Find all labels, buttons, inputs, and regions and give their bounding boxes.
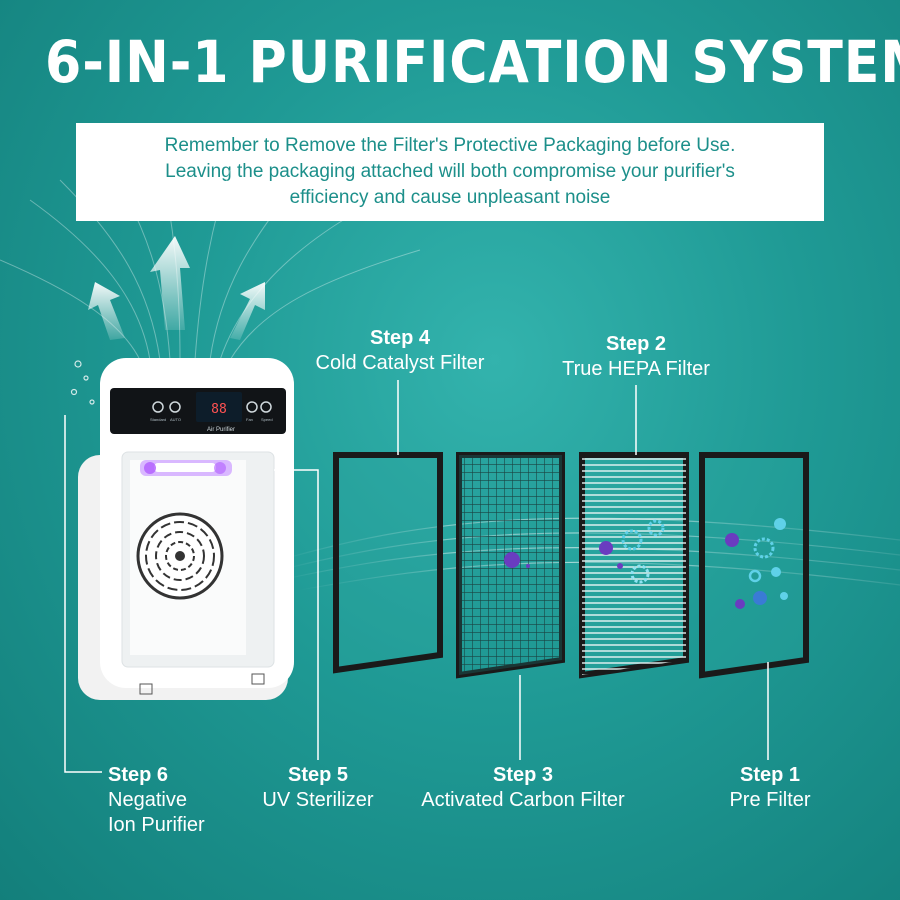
step-2-label: Step 2 True HEPA Filter (536, 332, 736, 382)
step-3-label: Step 3 Activated Carbon Filter (400, 763, 646, 813)
step-number: Step 2 (605, 333, 667, 355)
step-name: Activated Carbon Filter (421, 789, 625, 811)
step-name: True HEPA Filter (562, 358, 710, 380)
lcd-readout: 88 (211, 402, 227, 417)
filter-cold-catalyst (333, 452, 443, 674)
fan-button-icon (246, 401, 258, 413)
air-purifier-device: 88 Standard AUTO Fan Speed Air Purifier (78, 358, 294, 700)
step-6-label: Step 6 Negative Ion Purifier (108, 763, 268, 838)
germ-icon (753, 537, 775, 559)
speed-button-icon (260, 401, 272, 413)
filter-pre (699, 452, 809, 679)
power-button-icon (152, 401, 164, 413)
step-name: Ion Purifier (108, 814, 205, 836)
arrow-up-icon (230, 282, 265, 340)
packaging-notice: Remember to Remove the Filter's Protecti… (76, 123, 824, 221)
svg-text:Speed: Speed (261, 417, 273, 422)
step-name: Cold Catalyst Filter (315, 352, 485, 374)
notice-line-3: efficiency and cause unpleasant noise (289, 187, 611, 208)
device-label: Air Purifier (207, 427, 235, 433)
step-name: UV Sterilizer (262, 789, 374, 811)
germ-particles (504, 518, 788, 609)
step-4-label: Step 4 Cold Catalyst Filter (300, 326, 500, 376)
arrow-up-icon (150, 236, 190, 330)
ion-bubbles (70, 360, 95, 405)
germ-icon (630, 564, 650, 584)
germ-icon (725, 533, 739, 547)
step-number: Step 4 (369, 327, 431, 349)
germ-icon (774, 518, 786, 530)
page-title: 6-IN-1 PURIFICATION SYSTEM (45, 28, 900, 96)
step-number: Step 6 (108, 764, 169, 786)
step-name: Pre Filter (729, 789, 811, 811)
callout-lines (64, 380, 769, 773)
step-number: Step 1 (739, 764, 801, 786)
step-name: Negative (108, 789, 187, 811)
germ-icon (748, 569, 762, 583)
germ-icon (504, 552, 520, 568)
svg-text:AUTO: AUTO (170, 417, 181, 422)
arrow-up-icon (88, 282, 125, 340)
germ-icon (621, 529, 643, 551)
notice-line-2: Leaving the packaging attached will both… (165, 161, 735, 182)
step-number: Step 3 (492, 764, 554, 786)
step-5-label: Step 5 UV Sterilizer (240, 763, 396, 813)
step-number: Step 5 (287, 764, 349, 786)
airflow-lines (0, 159, 421, 361)
filter-true-hepa (579, 452, 689, 679)
notice-line-1: Remember to Remove the Filter's Protecti… (164, 135, 736, 156)
airflow-arrows (88, 236, 265, 340)
lcd-screen (196, 392, 242, 422)
step-1-label: Step 1 Pre Filter (700, 763, 840, 813)
germ-icon (599, 541, 613, 555)
germ-icon (753, 591, 767, 605)
mode-button-icon (169, 401, 181, 413)
svg-text:Fan: Fan (246, 417, 253, 422)
svg-text:Standard: Standard (150, 417, 166, 422)
germ-icon (647, 519, 665, 537)
